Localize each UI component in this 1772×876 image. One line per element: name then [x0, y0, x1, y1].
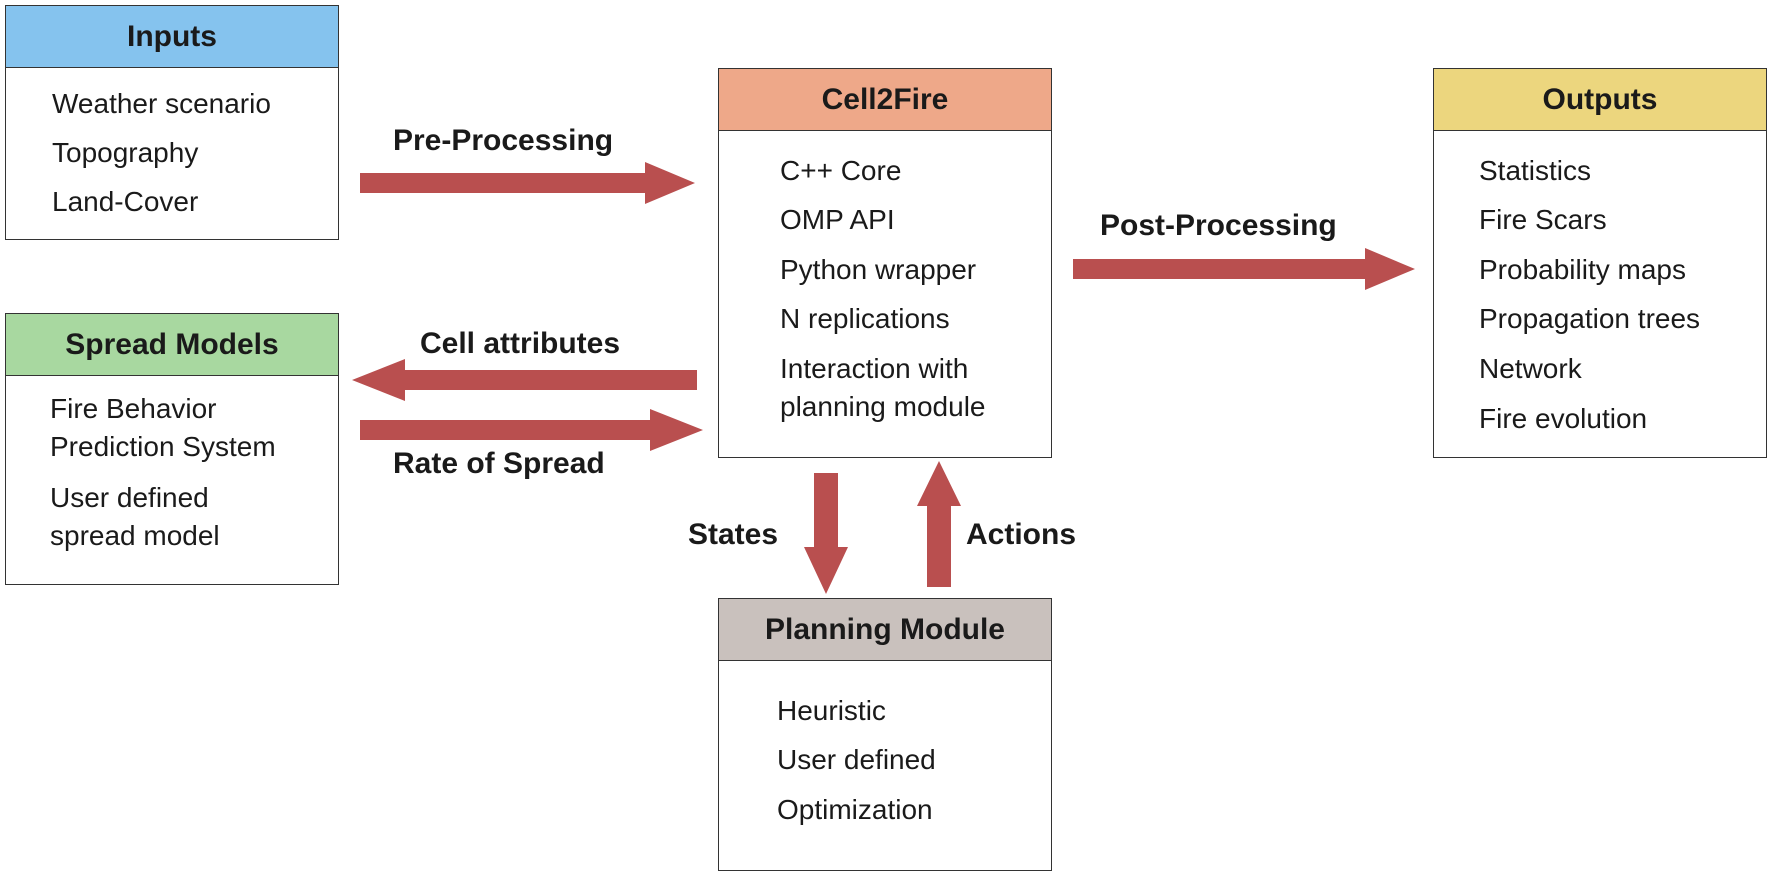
planning-module-header: Planning Module: [719, 599, 1051, 661]
list-item: planning module: [780, 391, 986, 422]
list-item: Fire Behavior: [50, 393, 217, 424]
cell2fire-header: Cell2Fire: [719, 69, 1051, 131]
list-item: spread model: [50, 520, 220, 551]
list-item: User defined: [50, 482, 209, 513]
states-arrow: [804, 473, 848, 594]
inputs-header: Inputs: [6, 6, 338, 68]
pre-processing-label: Pre-Processing: [393, 124, 614, 157]
list-item: Probability maps: [1479, 254, 1686, 285]
outputs-header: Outputs: [1434, 69, 1766, 131]
spread-models-title: Spread Models: [65, 327, 279, 361]
list-item: OMP API: [780, 204, 895, 235]
list-item: C++ Core: [780, 155, 902, 186]
planning-module-title: Planning Module: [765, 612, 1005, 646]
list-item: N replications: [780, 303, 950, 334]
post-processing-arrow: [1073, 248, 1415, 290]
actions-label: Actions: [966, 518, 1077, 551]
rate-of-spread-label: Rate of Spread: [393, 447, 605, 480]
actions-arrow: [917, 461, 961, 587]
list-item: Statistics: [1479, 155, 1592, 186]
list-item: User defined: [777, 744, 936, 775]
cell2fire-box: Cell2Fire C++ Core OMP API Python wrappe…: [718, 68, 1052, 458]
outputs-title: Outputs: [1542, 82, 1658, 116]
post-processing-label: Post-Processing: [1100, 209, 1337, 242]
list-item: Python wrapper: [780, 254, 977, 285]
list-item: Heuristic: [777, 695, 886, 726]
list-item: Interaction with: [780, 353, 969, 384]
list-item: Fire Scars: [1479, 204, 1607, 235]
list-item: Fire evolution: [1479, 403, 1648, 434]
planning-module-box: Planning Module Heuristic User defined O…: [718, 598, 1052, 871]
states-label: States: [688, 518, 779, 551]
cell-attributes-arrow: [352, 359, 697, 401]
outputs-box: Outputs Statistics Fire Scars Probabilit…: [1433, 68, 1767, 458]
list-item: Topography: [52, 137, 199, 168]
list-item: Land-Cover: [52, 186, 199, 217]
list-item: Prediction System: [50, 431, 276, 462]
spread-models-header: Spread Models: [6, 314, 338, 376]
list-item: Weather scenario: [52, 88, 271, 119]
cell2fire-title: Cell2Fire: [821, 82, 949, 116]
cell-attributes-label: Cell attributes: [420, 327, 621, 360]
spread-models-box: Spread Models Fire Behavior Prediction S…: [5, 313, 339, 585]
list-item: Propagation trees: [1479, 303, 1701, 334]
inputs-title: Inputs: [127, 19, 217, 53]
pre-processing-arrow: [360, 162, 695, 204]
inputs-box: Inputs Weather scenario Topography Land-…: [5, 5, 339, 240]
list-item: Network: [1479, 353, 1582, 384]
rate-of-spread-arrow: [360, 409, 703, 451]
list-item: Optimization: [777, 794, 933, 825]
